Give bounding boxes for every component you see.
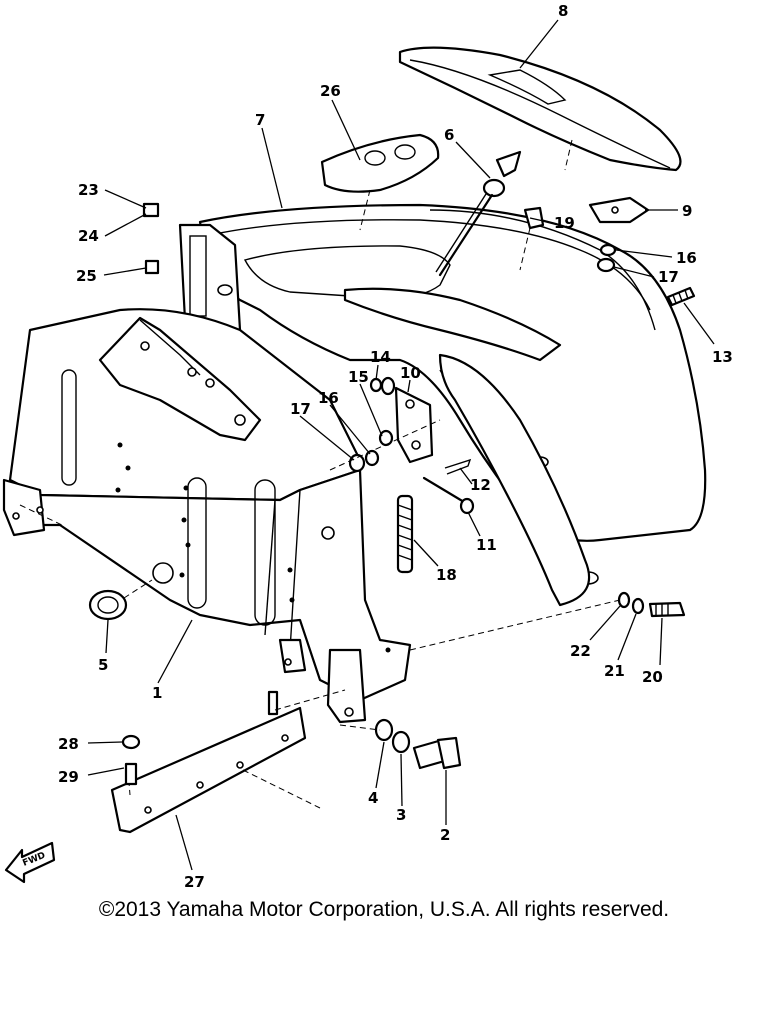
part-14-17-middle-hardware <box>329 377 441 473</box>
part-5-grommet <box>88 579 153 621</box>
part-label-28: 28 <box>58 735 79 753</box>
leader-lines <box>87 19 715 871</box>
part-25-clip <box>144 259 160 275</box>
part-6-knob-cable <box>435 150 522 277</box>
part-16-17-upper-hardware <box>596 243 617 273</box>
part-19-fitting <box>519 206 545 271</box>
part-label-9: 9 <box>682 202 692 220</box>
part-1-frame <box>2 308 412 724</box>
part-26-pad <box>320 133 440 231</box>
part-label-6: 6 <box>444 126 454 144</box>
part-label-10: 10 <box>400 364 421 382</box>
part-label-1: 1 <box>152 684 162 702</box>
part-label-15: 15 <box>348 368 369 386</box>
part-label-19: 19 <box>554 214 575 232</box>
part-label-17-mid: 17 <box>290 400 311 418</box>
part-label-23: 23 <box>78 181 99 199</box>
part-28-nut <box>121 734 141 750</box>
part-label-21: 21 <box>604 662 625 680</box>
part-22-washer <box>617 591 631 609</box>
part-label-11: 11 <box>476 536 497 554</box>
part-21-washer <box>631 597 645 615</box>
part-4-washer <box>374 718 394 742</box>
part-label-5: 5 <box>98 656 108 674</box>
part-10-hinge <box>380 376 434 464</box>
part-18-spring <box>396 494 414 574</box>
part-label-16-mid: 16 <box>318 389 339 407</box>
part-20-bolt <box>648 601 686 618</box>
copyright-notice: ©2013 Yamaha Motor Corporation, U.S.A. A… <box>98 898 670 921</box>
part-11-pin <box>422 476 475 515</box>
part-label-24: 24 <box>78 227 99 245</box>
part-8-seat-cover <box>398 46 682 172</box>
part-label-27: 27 <box>184 873 205 891</box>
part-labels: 8 26 7 6 23 19 9 24 16 25 17 13 14 15 10… <box>58 2 733 891</box>
part-3-washer <box>391 730 411 754</box>
part-7-cowl <box>198 203 707 607</box>
part-label-18: 18 <box>436 566 457 584</box>
part-label-7: 7 <box>255 111 265 129</box>
part-label-14: 14 <box>370 348 391 366</box>
part-label-22: 22 <box>570 642 591 660</box>
part-29-stud <box>124 762 138 786</box>
part-label-29: 29 <box>58 768 79 786</box>
part-label-12: 12 <box>470 476 491 494</box>
part-27-bracket <box>110 689 346 834</box>
part-label-20: 20 <box>642 668 663 686</box>
part-20-axis <box>409 599 621 651</box>
part-label-17-upper: 17 <box>658 268 679 286</box>
part-12-clip <box>444 458 472 475</box>
part-label-26: 26 <box>320 82 341 100</box>
fwd-arrow-icon: FWD <box>4 841 56 884</box>
part-13-screw <box>666 286 696 307</box>
part-label-8: 8 <box>558 2 568 20</box>
part-label-16-upper: 16 <box>676 249 697 267</box>
part-label-13: 13 <box>712 348 733 366</box>
part-9-latch <box>588 196 650 224</box>
part-label-3: 3 <box>396 806 406 824</box>
part-2-axis <box>339 724 381 731</box>
part-23-24-clip <box>142 202 160 218</box>
part-2-bolt <box>412 736 462 770</box>
part-label-25: 25 <box>76 267 97 285</box>
part-label-4: 4 <box>368 789 378 807</box>
part-label-2: 2 <box>440 826 450 844</box>
